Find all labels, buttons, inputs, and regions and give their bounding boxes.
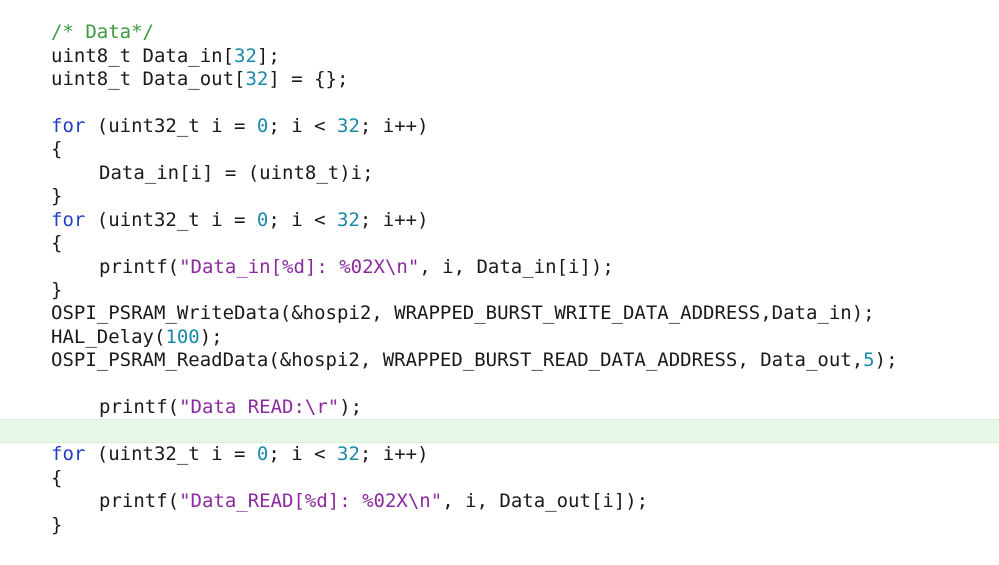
string-token: "Data READ:\r" [179,396,340,419]
code-line[interactable]: { [0,137,999,161]
code-line-text: } [51,278,62,302]
keyword-token: for [51,114,86,137]
code-token: ; i < [268,443,338,466]
code-line-text: { [51,466,62,490]
code-line-text: HAL_Delay(100); [51,325,223,349]
string-token: "Data_in[%d]: %02X\n" [179,255,420,278]
code-token: Data_in[i] = (uint8_t)i; [99,161,374,184]
number-token: 0 [256,114,269,137]
keyword-token: for [51,208,86,231]
code-token: ; i < [268,114,338,137]
code-line-text: for (uint32_t i = 0; i < 32; i++) [51,114,429,138]
code-token: , i, Data_out[i]); [442,490,649,512]
code-line[interactable]: } [0,184,999,208]
code-line[interactable]: for (uint32_t i = 0; i < 32; i++) [0,442,999,466]
code-token: { [51,232,63,254]
code-line[interactable]: Data_in[i] = (uint8_t)i; [0,161,999,185]
code-token: uint8_t Data_out[ [51,67,246,90]
code-line[interactable]: OSPI_PSRAM_WriteData(&hospi2, WRAPPED_BU… [0,301,999,325]
code-token: (uint32_t i = [85,208,257,231]
code-line-text: OSPI_PSRAM_ReadData(&hospi2, WRAPPED_BUR… [51,348,898,372]
number-token: 32 [337,443,360,466]
number-token: 32 [337,208,360,231]
code-line[interactable]: for (uint32_t i = 0; i < 32; i++) [0,114,999,138]
code-line-text: uint8_t Data_in[32]; [51,44,280,68]
code-token: ); [199,325,223,348]
code-token: HAL_Delay( [51,325,166,348]
code-token: ]; [256,44,280,67]
current-line-highlight[interactable] [0,418,999,443]
code-token: ); [874,349,898,372]
code-token: OSPI_PSRAM_ReadData(&hospi2, WRAPPED_BUR… [51,349,864,372]
code-line-text: printf("Data READ:\r"); [99,395,362,419]
code-line[interactable]: { [0,231,999,255]
code-line[interactable]: { [0,466,999,490]
code-line[interactable]: uint8_t Data_out[32] = {}; [0,67,999,91]
number-token: 0 [256,208,269,231]
code-line[interactable] [0,90,999,114]
code-token: ; i++) [359,443,429,466]
code-token: ; i < [268,208,338,231]
code-token: OSPI_PSRAM_WriteData(&hospi2, WRAPPED_BU… [51,302,875,325]
number-token: 32 [234,44,257,67]
code-line-text: } [51,184,62,208]
number-token: 0 [256,443,269,466]
code-line-text: printf("Data_in[%d]: %02X\n", i, Data_in… [99,255,614,279]
code-token: printf( [99,255,180,278]
code-line[interactable]: printf("Data READ:\r"); [0,395,999,419]
code-line[interactable]: } [0,278,999,302]
code-line[interactable]: } [0,513,999,537]
code-line-text: } [51,513,62,537]
code-token: , i, Data_in[i]); [419,255,614,278]
code-token: { [51,466,63,489]
number-token: 100 [165,325,200,348]
code-token: (uint32_t i = [85,114,257,137]
code-line-text: printf("Data_READ[%d]: %02X\n", i, Data_… [99,489,648,513]
code-line[interactable]: printf("Data_READ[%d]: %02X\n", i, Data_… [0,489,999,513]
code-line[interactable]: HAL_Delay(100); [0,325,999,349]
code-token: } [51,278,63,301]
number-token: 32 [337,114,360,137]
code-line-text: for (uint32_t i = 0; i < 32; i++) [51,208,429,232]
code-token: (uint32_t i = [85,443,257,466]
keyword-token: for [51,443,86,466]
code-line[interactable] [0,372,999,396]
code-token: ; i++) [359,208,429,231]
code-token: printf( [99,396,180,419]
code-line-text: Data_in[i] = (uint8_t)i; [99,161,374,185]
comment-token: /* Data*/ [51,21,154,43]
code-token: printf( [99,490,180,512]
code-token: ; i++) [359,114,429,137]
code-line[interactable]: for (uint32_t i = 0; i < 32; i++) [0,208,999,232]
code-token: ] = {}; [268,67,349,90]
code-line-text: { [51,137,62,161]
code-line-text: { [51,231,62,255]
code-token: uint8_t Data_in[ [51,44,235,67]
code-line-text: for (uint32_t i = 0; i < 32; i++) [51,442,429,466]
code-line[interactable]: uint8_t Data_in[32]; [0,44,999,68]
code-token: } [51,185,63,208]
code-token: { [51,138,63,161]
string-token: "Data_READ[%d]: %02X\n" [179,490,443,512]
number-token: 5 [863,349,875,372]
code-token: ); [339,396,363,419]
code-line[interactable]: OSPI_PSRAM_ReadData(&hospi2, WRAPPED_BUR… [0,348,999,372]
number-token: 32 [245,67,269,90]
code-line[interactable]: /* Data*/ [0,20,999,44]
code-line[interactable]: printf("Data_in[%d]: %02X\n", i, Data_in… [0,255,999,279]
code-token: } [51,513,63,536]
code-line-text: OSPI_PSRAM_WriteData(&hospi2, WRAPPED_BU… [51,301,875,325]
code-line-text: /* Data*/ [51,20,154,44]
code-line-text: uint8_t Data_out[32] = {}; [51,67,348,91]
